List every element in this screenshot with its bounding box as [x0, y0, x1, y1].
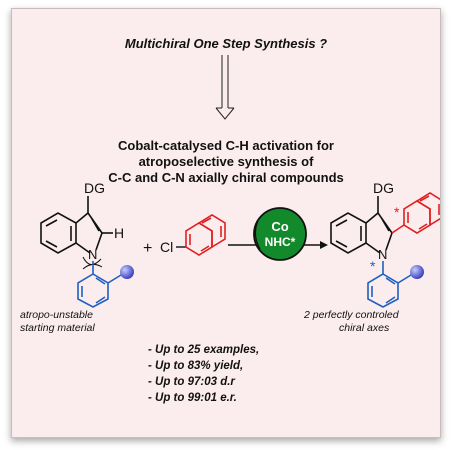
product-sphere-icon [410, 265, 424, 279]
sphere-icon [120, 265, 134, 279]
right-caption-line-2: chiral axes [339, 322, 390, 334]
bullet-examples: - Up to 25 examples, [148, 344, 260, 356]
naphthalene-ring [185, 214, 226, 256]
catalyst-metal-label: Co [271, 219, 288, 234]
indole-structure [40, 196, 113, 254]
cc-axis-star: * [394, 204, 400, 220]
bullet-yield: - Up to 83% yield, [148, 360, 244, 372]
product-directing-group-label: DG [373, 180, 394, 196]
heading-line-3: C-C and C-N axially chiral compounds [108, 170, 344, 185]
right-caption-line-1: 2 perfectly controled [304, 309, 399, 321]
product-naphthyl-ring [391, 192, 440, 234]
plus-sign: + [143, 240, 152, 257]
heading-line-1: Cobalt-catalysed C-H activation for [118, 138, 334, 153]
directing-group-label: DG [84, 180, 105, 196]
n-aryl-ring [77, 261, 122, 308]
nitrogen-label: N [88, 247, 97, 262]
bullet-er: - Up to 99:01 e.r. [148, 392, 237, 404]
left-caption-line-1: atropo-unstable [20, 309, 93, 321]
hydrogen-label: H [114, 225, 124, 241]
page-title: Multichiral One Step Synthesis ? [124, 36, 328, 51]
graphical-abstract-card: Multichiral One Step Synthesis ? [11, 8, 441, 438]
chlorine-label: Cl [160, 239, 173, 255]
down-arrow-icon [215, 55, 235, 120]
catalyst-circle [253, 207, 307, 261]
product-nitrogen-label: N [378, 247, 387, 262]
cn-axis-star: * [370, 258, 376, 274]
catalytic-cycle-arrow-icon [254, 220, 261, 250]
arrow-head-icon [320, 241, 328, 249]
reaction-scheme: DG H N + Cl [40, 55, 440, 308]
catalyst-ligand-label: NHC* [265, 235, 296, 249]
product-indole-structure [330, 196, 393, 254]
bullet-dr: - Up to 97:03 d.r [148, 376, 235, 388]
product-n-aryl-ring [367, 261, 412, 308]
heading-line-2: atroposelective synthesis of [138, 154, 314, 169]
left-caption-line-2: starting material [20, 322, 95, 334]
